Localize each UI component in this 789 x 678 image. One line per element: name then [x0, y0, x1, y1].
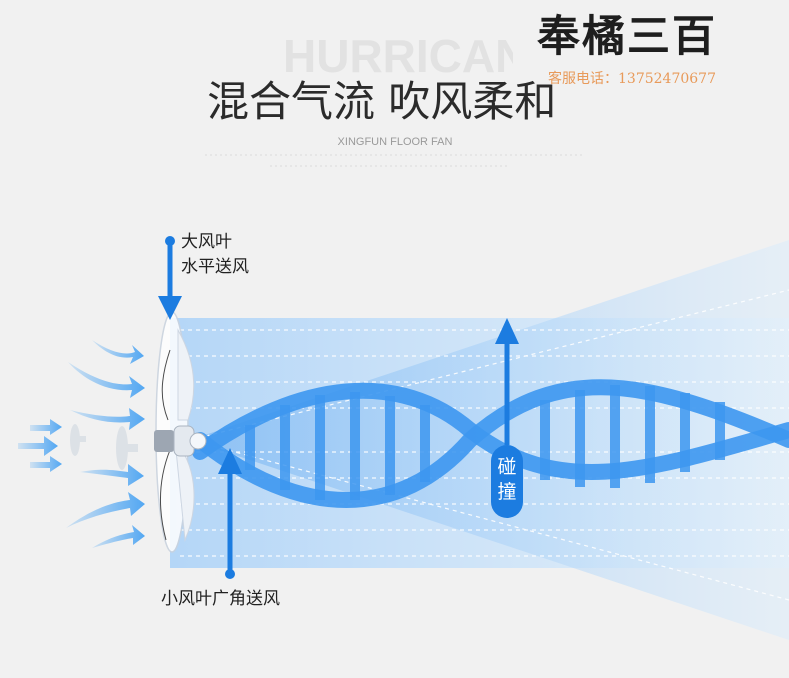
page-title: 混合气流 吹风柔和 — [207, 77, 557, 126]
small-blade-label: 小风叶广角送风 — [161, 589, 280, 609]
background-fan-icon — [70, 424, 138, 470]
page-subtitle: XINGFUN FLOOR FAN — [337, 136, 453, 148]
collision-label-2: 撞 — [497, 481, 517, 503]
collision-pointer-arrow — [495, 318, 519, 445]
big-blade-label-1: 大风叶 — [181, 232, 232, 252]
flow-lines — [180, 289, 789, 601]
double-helix-airflow — [192, 379, 789, 508]
customer-service-phone: 客服电话：13752470677 — [548, 71, 716, 87]
big-blade-label-2: 水平送风 — [181, 257, 249, 277]
intake-wind-arrows — [18, 340, 145, 548]
small-blade-pointer-arrow — [218, 448, 242, 579]
brand-logo: 奉橘三百 — [537, 12, 717, 62]
header-decoration-lines — [205, 154, 582, 167]
background-word: HURRICANE — [283, 30, 513, 82]
collision-label-1: 碰 — [497, 456, 517, 478]
collision-badge: 碰 撞 — [491, 445, 523, 518]
big-blade-pointer-arrow — [158, 236, 182, 320]
